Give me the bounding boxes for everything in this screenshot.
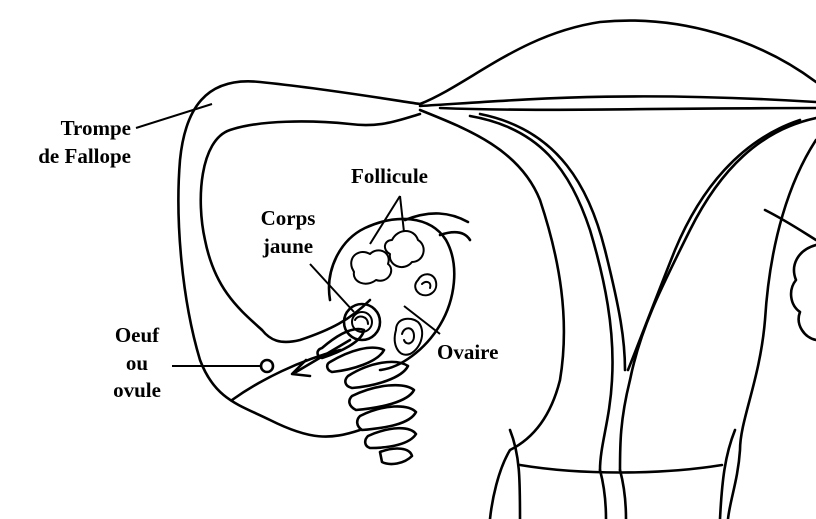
label-oeuf-line1: Oeuf (115, 323, 160, 347)
cervix-right (720, 430, 735, 519)
leader-follicule-2 (400, 196, 404, 232)
label-ovaire: Ovaire (437, 340, 498, 364)
uterus-outer-wall (420, 21, 816, 104)
tube-outer (178, 81, 420, 436)
label-corps-line2: jaune (262, 234, 313, 258)
uterus-top-inner-line-2 (440, 108, 816, 110)
label-corps-line1: Corps (261, 206, 316, 230)
fimbria-7 (380, 449, 412, 464)
follicle-4 (395, 319, 422, 355)
label-oeuf-line3: ovule (113, 378, 161, 402)
fimbria-6 (365, 428, 416, 448)
leader-trompe (136, 104, 212, 128)
follicle-4-inner (402, 328, 414, 343)
egg-ovule (261, 360, 273, 372)
uterus-top-inner-line (420, 96, 816, 106)
follicle-1 (351, 250, 391, 283)
corpus-luteum-fill (355, 317, 368, 324)
follicle-3 (415, 274, 436, 295)
uterus-cavity-left (470, 116, 613, 470)
uterus-left-wall (420, 110, 564, 519)
right-ovary-edge (791, 245, 816, 340)
cervix-left (510, 430, 520, 519)
fallopian-tube (178, 81, 420, 436)
follicle-3-inner (422, 282, 430, 288)
label-trompe-line2: de Fallope (38, 144, 131, 168)
cervix-canal (600, 470, 626, 519)
label-follicule: Follicule (351, 164, 428, 188)
uterus (420, 21, 816, 519)
uterus-cavity-right (620, 118, 816, 470)
right-ligament (765, 210, 816, 240)
label-trompe-line1: Trompe (61, 116, 131, 140)
label-oeuf-line2: ou (126, 351, 149, 375)
follicle-2 (385, 231, 424, 267)
